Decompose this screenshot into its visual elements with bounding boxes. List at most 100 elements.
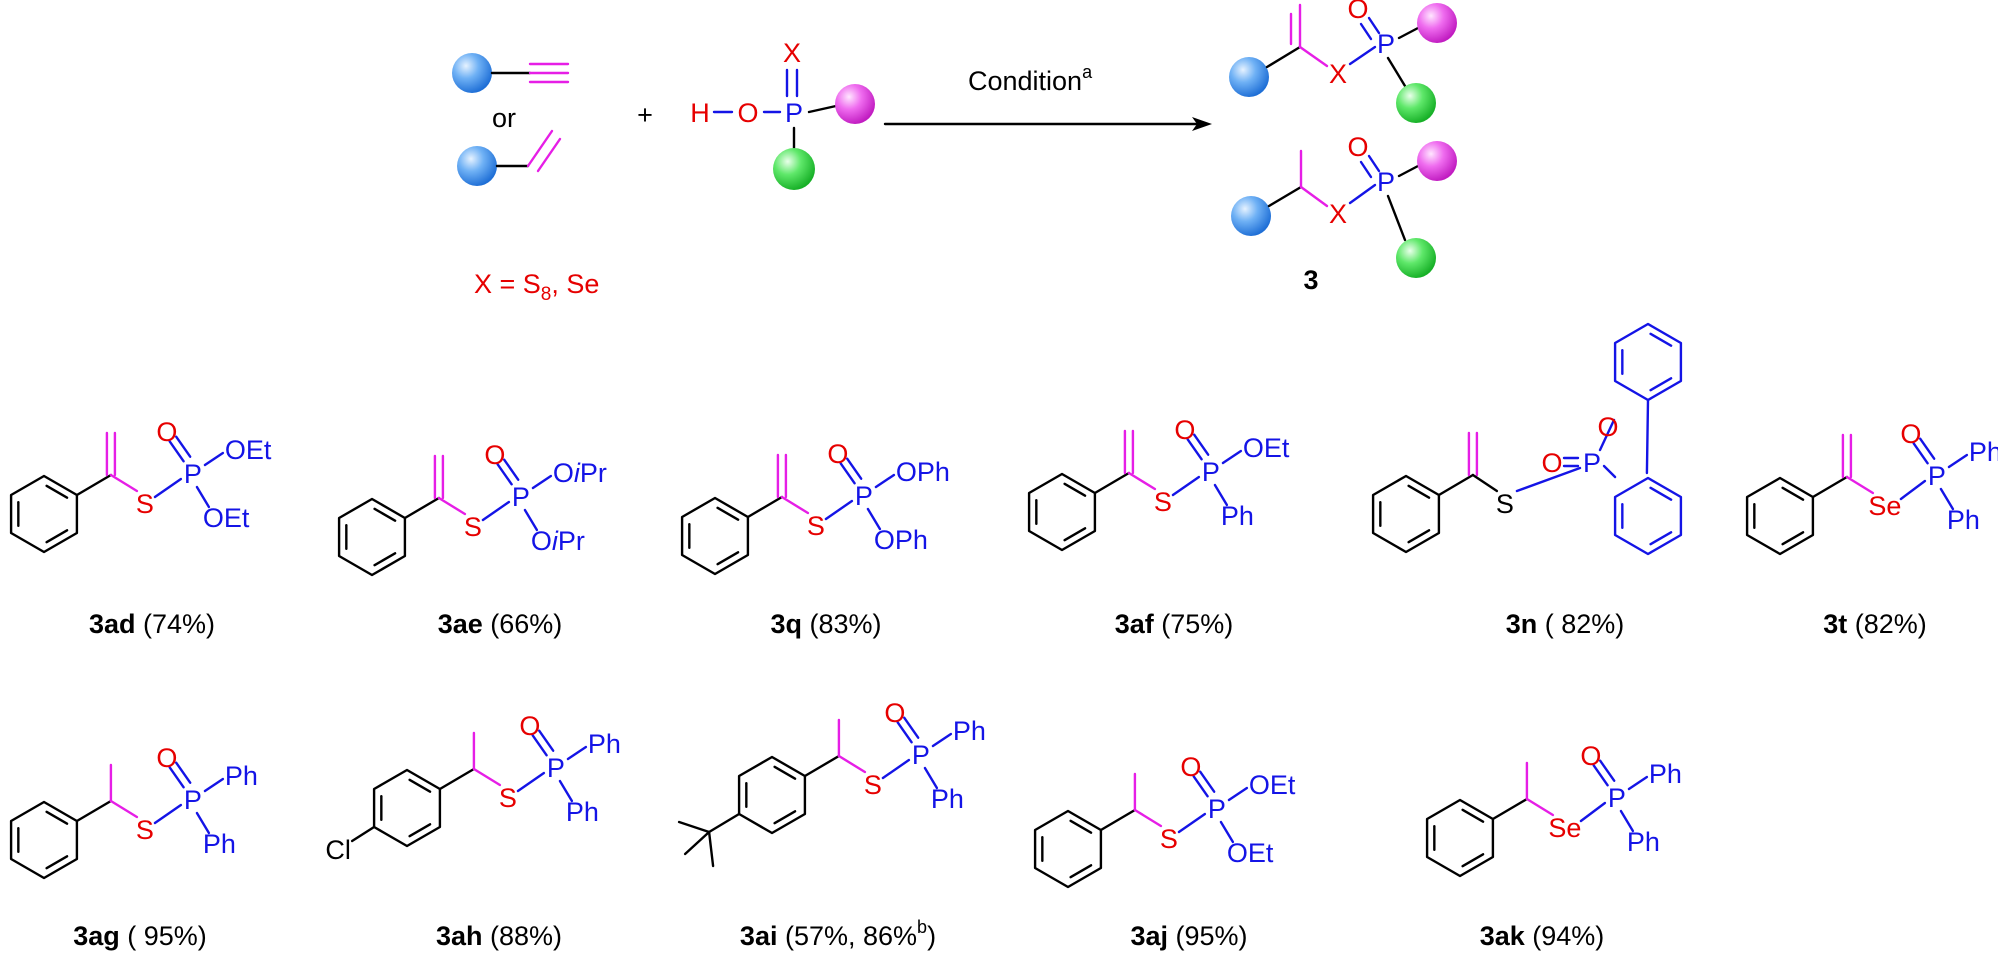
chloro-substituent: Cl — [325, 835, 351, 865]
bond — [75, 473, 113, 497]
reagent-x-atom: X — [783, 38, 801, 68]
bond — [109, 799, 139, 819]
bond — [1649, 377, 1673, 392]
bond — [1437, 473, 1475, 497]
chalcogen-atom: S — [864, 770, 882, 800]
bond — [195, 485, 211, 509]
bond — [1579, 801, 1607, 823]
bond — [408, 778, 432, 793]
oxo-oxygen-atom: O — [1180, 752, 1201, 782]
bond — [1515, 466, 1582, 493]
bond — [1525, 797, 1555, 817]
substituent-2: OEt — [203, 503, 250, 533]
product-number: 3 — [1303, 265, 1318, 295]
bond — [174, 761, 192, 784]
bond — [168, 766, 185, 789]
chalcogen-atom: Se — [1548, 813, 1581, 843]
oxo-oxygen-atom: O — [1174, 415, 1195, 445]
bond — [773, 765, 797, 780]
oxo-oxygen-atom: O — [484, 440, 505, 470]
bond — [153, 803, 183, 825]
bond — [931, 732, 953, 748]
bond — [1099, 808, 1137, 832]
caption-3ah: 3ah (88%) — [436, 921, 562, 951]
product-x-atom: X — [1329, 59, 1347, 89]
benzene-ring — [9, 800, 79, 880]
substituent-2: Ph — [1947, 505, 1980, 535]
phosphorus-atom: P — [547, 753, 565, 783]
bond — [1127, 471, 1157, 491]
substituent-2: Ph — [566, 797, 599, 827]
phosphorus-atom: P — [184, 459, 202, 489]
bond — [1947, 453, 1969, 469]
caption-3q: 3q (83%) — [770, 609, 881, 639]
substituent-1: Ph — [1649, 759, 1682, 789]
substituent-1: OEt — [1249, 770, 1296, 800]
chalcogen-atom: S — [136, 489, 154, 519]
product-p-atom: P — [1377, 167, 1395, 197]
oxo-oxygen-atom: O — [1580, 741, 1601, 771]
bond — [1912, 442, 1929, 465]
oxo-oxygen-atom: O — [1541, 448, 1562, 478]
substituent-1: Ph — [1969, 437, 1998, 467]
bond — [1845, 475, 1875, 495]
bond — [531, 474, 553, 490]
bond — [1133, 808, 1163, 828]
bond — [803, 754, 841, 778]
bond — [195, 811, 211, 835]
bond — [677, 820, 711, 834]
chalcogen-atom: S — [464, 512, 482, 542]
bond — [1093, 471, 1131, 495]
or-label: or — [492, 103, 516, 133]
plus-sign: + — [637, 100, 653, 130]
benzene-ring — [1371, 474, 1441, 554]
benzene-ring — [1027, 472, 1097, 552]
bond — [683, 830, 711, 856]
bond — [523, 508, 539, 532]
arrow-condition-label: Conditiona — [968, 62, 1093, 96]
caption-3ai: 3ai (57%, 86%b) — [740, 917, 936, 951]
bond — [874, 473, 896, 489]
bond — [75, 799, 113, 823]
bond — [45, 529, 69, 544]
product-captions: 3ad (74%) 3ae (66%) 3q (83%) 3af (75%) 3… — [73, 609, 1927, 951]
substituent-1: Ph — [588, 729, 621, 759]
benzene-ring — [1745, 476, 1815, 556]
bond — [1598, 759, 1616, 782]
bond — [824, 499, 854, 521]
bond — [1069, 864, 1093, 879]
reaction-equation: or + X H O P X = S8, Se — [452, 0, 1457, 305]
reagent-o-atom: O — [737, 98, 758, 128]
bond — [780, 495, 810, 515]
substituent-2: Ph — [931, 784, 964, 814]
reaction-arrow: Conditiona — [883, 62, 1212, 131]
bond — [1461, 808, 1485, 823]
benzene-ring — [1033, 809, 1103, 889]
oxo-oxygen-atom: O — [519, 711, 540, 741]
bond — [558, 779, 574, 803]
substituent-2: Ph — [1221, 501, 1254, 531]
product-p-atom: P — [1377, 29, 1395, 59]
bond — [1192, 433, 1210, 456]
reagent-p-atom: P — [785, 98, 803, 128]
caption-3t: 3t (82%) — [1823, 609, 1927, 639]
bond — [839, 462, 856, 485]
bond — [174, 435, 192, 458]
substituent-1: OiPr — [553, 458, 607, 488]
bond — [1649, 332, 1673, 347]
chalcogen-atom: S — [1160, 824, 1178, 854]
bond — [472, 767, 502, 787]
x-definition: X = S8, Se — [474, 269, 599, 305]
general-product-vinyl: X P O — [1229, 0, 1457, 123]
bond — [1649, 486, 1673, 501]
caption-3n: 3n ( 82%) — [1506, 609, 1625, 639]
bond — [837, 754, 867, 774]
substituent-1: OEt — [1243, 433, 1290, 463]
phosphorus-reagent: X H O P — [690, 38, 875, 190]
